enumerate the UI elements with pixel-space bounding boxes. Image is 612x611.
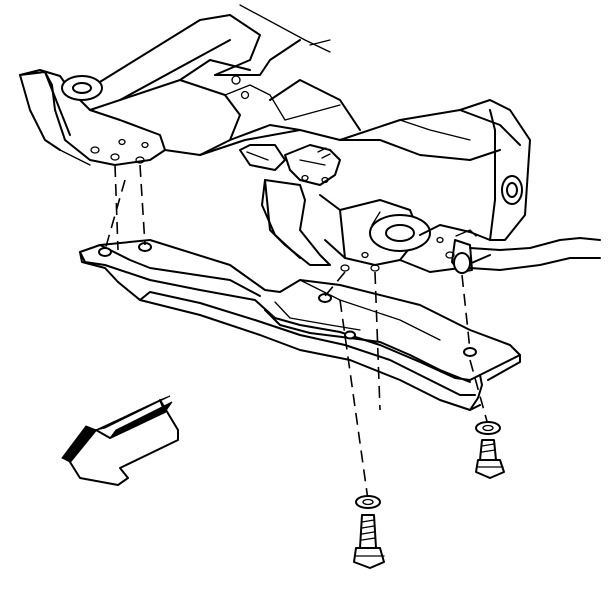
bracket-hole [110,153,120,161]
skid-plate-hole [98,247,112,257]
mounting-bolt-left [353,495,385,569]
washer [475,421,501,435]
bolt-head [475,459,505,479]
washer [355,495,381,509]
frame-hole [501,175,523,205]
front-crossmember [19,4,531,273]
stabilizer-bar [451,229,601,274]
alignment-lines [104,164,489,501]
left-mount-ring [61,75,103,101]
bracket-hole [135,156,145,164]
skid-plate-hole [463,347,477,357]
skid-plate-hole [344,330,356,340]
bolt-head [353,547,385,569]
mounting-bolt-right [475,421,505,479]
right-mount-ring [369,214,431,252]
engine-mount-bracket [284,144,341,186]
bracket-hole [90,146,100,154]
forward-arrow-icon [61,395,179,486]
skid-plate-hole [318,293,332,303]
skid-plate [79,239,521,411]
stabilizer-bushing [453,252,471,274]
bracket-hole [340,264,350,272]
bracket-hole [370,264,380,272]
